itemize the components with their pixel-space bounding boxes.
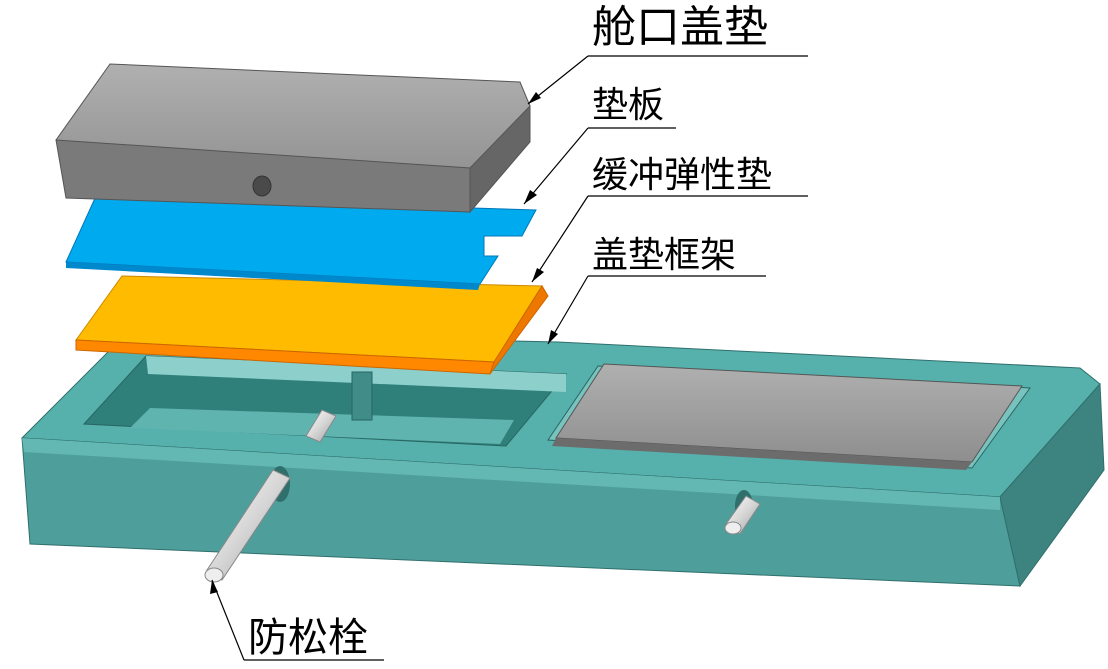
backing-plate-part <box>65 195 537 290</box>
label-pad-frame: 盖垫框架 <box>592 235 737 276</box>
frame-divider <box>351 371 373 421</box>
leader-backing-plate <box>523 127 589 205</box>
hatch-cover-pad-part <box>55 63 531 214</box>
label-elastic-cushion: 缓冲弹性垫 <box>592 155 773 196</box>
leader-anti-loose-pin <box>211 579 245 661</box>
frame-front-bevel <box>22 438 1000 510</box>
label-hatch-cover-pad: 舱口盖垫 <box>592 2 768 53</box>
arrow-hatch-cover-pad <box>528 92 541 104</box>
anti-loose-pin-back <box>305 409 337 443</box>
arrow-anti-loose-pin <box>210 580 218 594</box>
anti-loose-pin-left <box>204 466 291 583</box>
anti-loose-pin-right <box>724 490 761 535</box>
arrow-pad-frame <box>548 330 558 344</box>
elastic-cushion-part <box>75 275 549 375</box>
arrow-elastic-cushion <box>532 268 544 282</box>
frame-side-face <box>999 382 1105 588</box>
frame-inner-pad <box>552 363 1023 470</box>
label-anti-loose-pin: 防松栓 <box>248 615 368 661</box>
label-backing-plate: 垫板 <box>592 85 665 126</box>
leader-elastic-cushion <box>531 195 589 283</box>
leader-arrowheads <box>210 92 558 594</box>
arrow-backing-plate <box>524 190 537 204</box>
